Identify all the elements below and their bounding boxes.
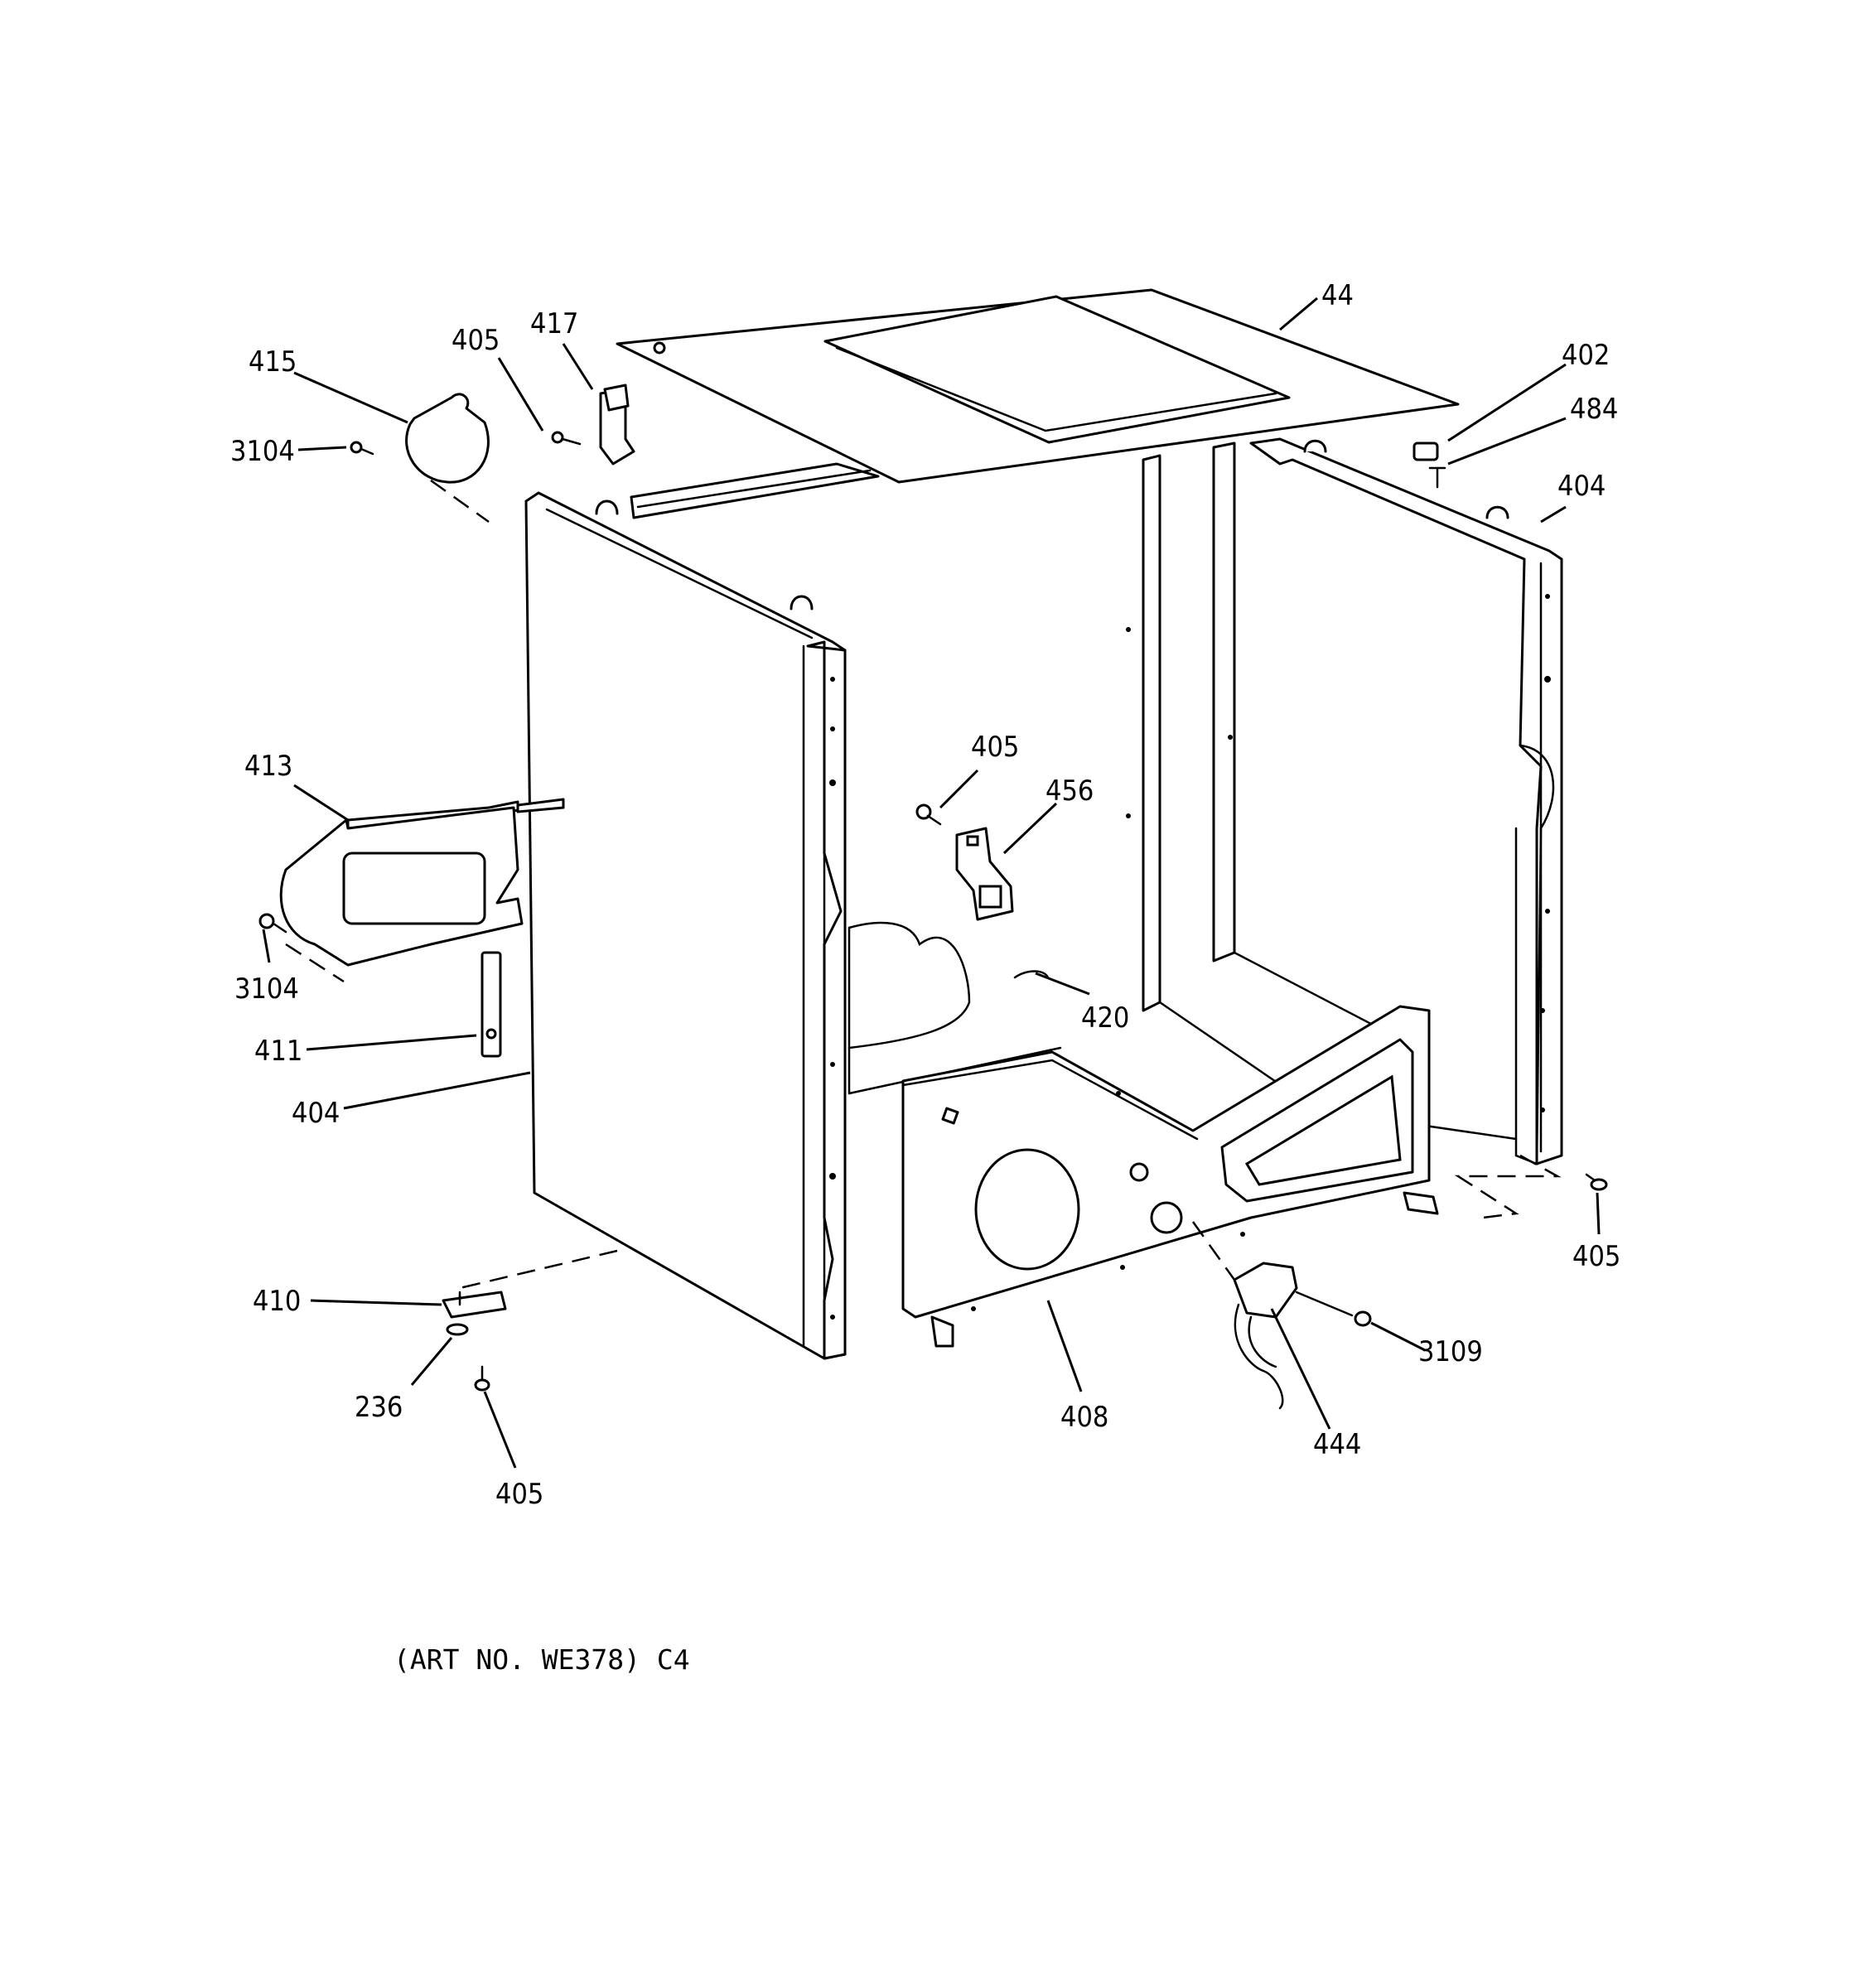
callout-417: 417	[530, 307, 578, 340]
duct-cover-part-413	[279, 798, 565, 983]
callout-44: 44	[1321, 279, 1354, 312]
front-base-panel	[901, 1005, 1439, 1348]
callout-444: 444	[1313, 1428, 1361, 1461]
callout-3104-lower: 3104	[234, 972, 299, 1006]
screw-part-405-right	[1585, 1173, 1608, 1191]
screw-part-3104-lower	[258, 913, 287, 934]
callout-3109: 3109	[1418, 1335, 1483, 1368]
callout-456: 456	[1045, 774, 1094, 808]
bracket-part-417	[599, 384, 635, 466]
cabinet-frame	[630, 442, 1518, 1141]
terminal-block-part-444	[1191, 1221, 1298, 1410]
callout-408: 408	[1060, 1401, 1108, 1434]
callout-420: 420	[1081, 1001, 1129, 1035]
callout-404-left: 404	[292, 1097, 340, 1130]
right-side-panel	[1249, 437, 1563, 1219]
cover-plate-part	[405, 393, 490, 524]
clip-part-420	[1013, 970, 1050, 979]
callout-3104-top: 3104	[230, 435, 295, 468]
callout-413: 413	[244, 750, 292, 783]
foot-part-236	[446, 1323, 469, 1336]
callout-405-middle: 405	[971, 731, 1019, 764]
screw-part-3104-top	[350, 441, 374, 456]
callout-411: 411	[254, 1035, 302, 1068]
callout-404-right: 404	[1557, 470, 1606, 503]
callout-236: 236	[355, 1391, 403, 1424]
callout-405-right: 405	[1572, 1240, 1620, 1273]
bracket-part-456	[955, 827, 1014, 921]
screw-part-405-middle	[915, 803, 942, 826]
hinge-part-410	[442, 1249, 618, 1319]
callout-484: 484	[1570, 393, 1618, 426]
bumper-part-402	[1412, 442, 1439, 461]
screw-part-405-top	[551, 431, 582, 446]
callout-410: 410	[253, 1285, 301, 1318]
callout-402: 402	[1562, 339, 1610, 372]
art-number: (ART NO. WE378) C4	[394, 1643, 690, 1676]
top-cover-part	[616, 288, 1460, 484]
screw-part-3109	[1295, 1291, 1372, 1327]
callout-405-bottom: 405	[495, 1478, 543, 1511]
callout-405-top: 405	[452, 324, 500, 357]
leader-lines	[262, 297, 1601, 1469]
screw-part-484	[1428, 466, 1446, 489]
latch-part-411	[480, 951, 502, 1058]
callout-415: 415	[249, 345, 297, 379]
screw-part-405-bottom	[474, 1365, 490, 1392]
left-side-panel	[524, 491, 847, 1360]
